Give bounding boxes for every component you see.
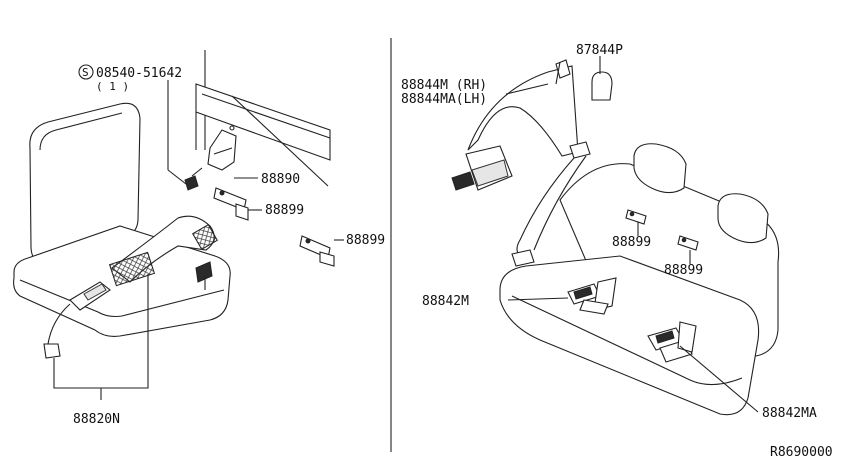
label-87844p: 87844P [576, 43, 623, 58]
diagram-reference-code: R8690000 [770, 445, 833, 460]
lap-belt [43, 215, 218, 359]
leader-retractor-a [555, 61, 561, 85]
label-88899-b: 88899 [346, 233, 385, 248]
leader-88842ma [679, 345, 759, 413]
label-88899-d: 88899 [664, 263, 703, 278]
buckle-88842m [567, 277, 617, 315]
label-88842ma: 88842MA [762, 406, 817, 421]
label-88899-a: 88899 [265, 203, 304, 218]
label-88890: 88890 [261, 172, 300, 187]
retractor-belt [451, 59, 591, 267]
buckle-88842ma [647, 321, 697, 363]
screw-quantity: ( 1 ) [96, 80, 129, 93]
label-88820n: 88820N [73, 412, 120, 427]
clip-88899-c [625, 209, 647, 225]
bracket-88890 [207, 125, 237, 171]
label-88899-c: 88899 [612, 235, 651, 250]
leader-retractor-b [505, 83, 549, 95]
left-pillar-panel [195, 50, 331, 187]
clip-88899-a [213, 187, 249, 221]
clip-88899-d [677, 235, 699, 251]
label-88842m: 88842M [422, 294, 469, 309]
cover-87844p [591, 71, 613, 101]
screw-label-group: S 08540-51642 ( 1 ) [78, 64, 182, 93]
leader-88842m [507, 297, 569, 301]
screw-part [184, 167, 203, 191]
svg-text:S: S [82, 66, 89, 79]
label-retractor-lh: 88844MA(LH) [401, 92, 487, 107]
leader-screw-2 [167, 169, 187, 185]
label-retractor-rh: 88844M (RH) [401, 78, 487, 93]
right-bench-seat [499, 143, 780, 416]
screw-part-number: 08540-51642 [96, 66, 182, 81]
clip-88899-b [299, 235, 335, 267]
